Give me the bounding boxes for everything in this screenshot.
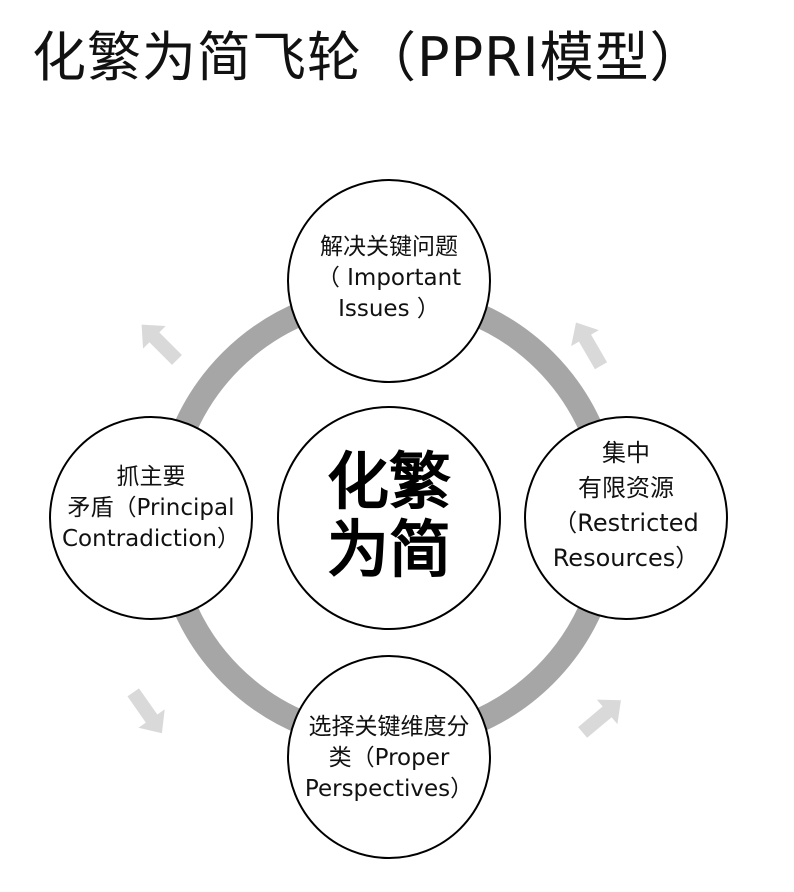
- node-right-line-4: Resources）: [552, 544, 700, 572]
- arrow-top-left: [141, 324, 182, 365]
- node-right-circle: [524, 416, 728, 620]
- node-bottom-circle: [287, 655, 491, 859]
- node-left-line-1: 抓主要: [116, 464, 186, 490]
- arrow-bottom-right: [578, 699, 621, 738]
- node-top-line-2: （ Important: [316, 265, 462, 291]
- node-bottom-line-2: 类（Proper: [328, 745, 450, 771]
- center-circle: [277, 406, 501, 630]
- center-line-1: 化繁: [326, 445, 451, 518]
- node-top-line-3: Issues ）: [338, 296, 440, 322]
- node-left-label: 抓主要 矛盾（Principal Contradiction）: [54, 462, 248, 555]
- node-right-line-1: 集中: [602, 439, 650, 467]
- page-title: 化繁为简飞轮（PPRI模型）: [32, 26, 705, 89]
- node-right-line-2: 有限资源: [578, 474, 674, 502]
- center-line-2: 为简: [326, 513, 451, 586]
- arrow-bottom-left: [127, 688, 165, 734]
- node-left-line-2: 矛盾（Principal: [67, 495, 235, 521]
- node-left-line-3: Contradiction）: [62, 526, 240, 552]
- node-right-label: 集中 有限资源 （Restricted Resources）: [538, 436, 714, 576]
- node-left-circle: [49, 416, 253, 620]
- arrow-top-right: [571, 322, 608, 370]
- node-top-circle: [287, 179, 491, 383]
- node-top-line-1: 解决关键问题: [320, 234, 458, 260]
- node-bottom-line-3: Perspectives）: [304, 776, 474, 802]
- center-label: 化繁 为简: [289, 448, 489, 584]
- node-top-label: 解决关键问题 （ Important Issues ）: [294, 232, 484, 325]
- node-bottom-label: 选择关键维度分 类（Proper Perspectives）: [292, 712, 486, 805]
- node-right-line-3: （Restricted: [553, 509, 699, 537]
- node-bottom-line-1: 选择关键维度分: [308, 714, 470, 740]
